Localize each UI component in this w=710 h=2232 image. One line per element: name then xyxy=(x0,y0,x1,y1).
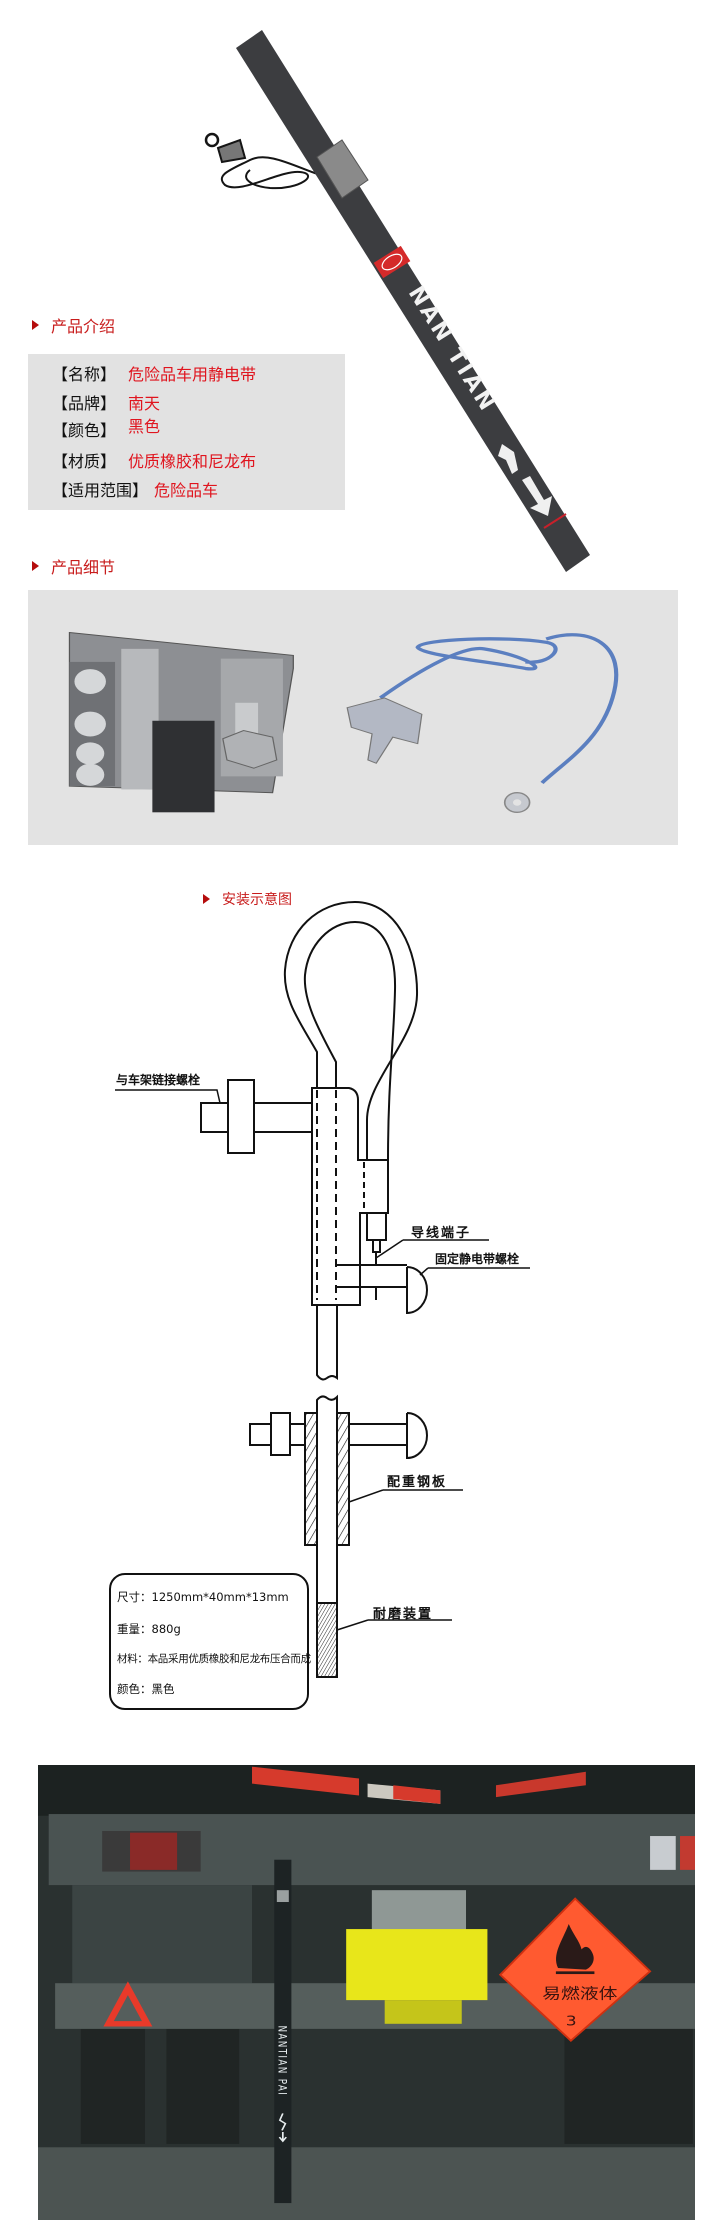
info-value: 1250mm*40mm*13mm xyxy=(151,1590,289,1604)
reflective-strip xyxy=(252,1766,586,1804)
strap-buckle xyxy=(316,139,369,199)
spec-value: 南天 xyxy=(128,394,161,413)
wheels xyxy=(80,2022,693,2144)
info-row-weight: 重量：880g xyxy=(117,1621,181,1637)
info-label: 颜色： xyxy=(117,1682,152,1696)
weight-plate-right xyxy=(336,1412,350,1546)
brand-logo xyxy=(373,245,411,279)
ground-cable xyxy=(204,132,331,190)
spec-info-box: 尺寸：1250mm*40mm*13mm 重量：880g 材料：本品采用优质橡胶和… xyxy=(109,1573,311,1710)
frame-bolt xyxy=(200,1102,313,1133)
placard-text: 易燃液体 xyxy=(542,1985,617,2003)
info-value: 黑色 xyxy=(151,1682,175,1696)
strap-loop-outer xyxy=(283,900,419,1160)
reflective-triangle xyxy=(103,1981,153,2027)
installed-static-strap: NANTIAN PAI xyxy=(274,1859,292,2204)
strap-brand-text: NAN TIAN xyxy=(403,282,501,417)
label-frame-bolt: 与车架链接螺栓 xyxy=(116,1073,201,1087)
strap-red-stripe xyxy=(543,513,567,529)
fixing-bolt xyxy=(336,1264,428,1315)
info-row-size: 尺寸：1250mm*40mm*13mm xyxy=(117,1589,289,1605)
label-wear-part: 耐磨装置 xyxy=(373,1607,434,1622)
info-value: 880g xyxy=(151,1622,181,1636)
label-fixing-bolt: 固定静电带螺栓 xyxy=(435,1252,520,1266)
spec-value: 危险品车用静电带 xyxy=(128,365,257,384)
placard-class: 3 xyxy=(566,2013,577,2029)
spec-value: 黑色 xyxy=(128,417,161,436)
frame-bolt-nut xyxy=(227,1079,255,1154)
spec-label: 【名称】 xyxy=(52,365,117,384)
spec-label: 【品牌】 xyxy=(52,394,117,413)
spec-row-brand: 【品牌】 南天 xyxy=(52,393,160,415)
spec-row-color: 【颜色】 黑色 xyxy=(52,417,160,442)
info-row-material: 材料：本品采用优质橡胶和尼龙布压合而成 xyxy=(117,1651,311,1666)
section-title-text: 安装示意图 xyxy=(222,892,292,908)
strap-upper-section xyxy=(316,1305,338,1381)
section-title-details: 产品细节 xyxy=(32,554,115,578)
clamp-body xyxy=(311,1087,389,1306)
info-value: 本品采用优质橡胶和尼龙布压合而成 xyxy=(147,1653,312,1665)
section-title-intro: 产品介绍 xyxy=(32,313,115,337)
spec-value: 危险品车 xyxy=(154,481,219,500)
spec-row-name: 【名称】 危险品车用静电带 xyxy=(52,364,256,386)
label-wire-terminal: 导线端子 xyxy=(411,1226,472,1241)
spec-label: 【适用范围】 xyxy=(52,481,149,500)
section-title-text: 产品细节 xyxy=(51,558,116,577)
weight-plate-left xyxy=(304,1412,318,1546)
lightning-arrow-icon xyxy=(278,2113,287,2143)
spec-table: 【名称】 危险品车用静电带 【品牌】 南天 【颜色】 黑色 【材质】 优质橡胶和… xyxy=(28,354,345,510)
flame-icon xyxy=(556,1923,594,1970)
lower-bolt-head xyxy=(349,1412,428,1460)
info-label: 重量： xyxy=(117,1622,152,1636)
strap-loop-inner xyxy=(303,920,397,1161)
lightning-arrow-icon xyxy=(498,444,552,516)
label-weight-plate: 配重钢板 xyxy=(387,1475,448,1490)
spec-value: 优质橡胶和尼龙布 xyxy=(128,452,257,471)
ground-wire-photo xyxy=(346,633,619,813)
info-row-color: 颜色：黑色 xyxy=(117,1681,175,1697)
installation-diagram xyxy=(115,900,530,1678)
triangle-bullet-icon xyxy=(32,320,39,330)
info-label: 材料： xyxy=(117,1653,148,1665)
wire-terminal xyxy=(366,1212,387,1241)
section-title-text: 产品介绍 xyxy=(51,317,116,336)
flammable-placard: 易燃液体 3 xyxy=(498,1897,652,2042)
spec-row-scope: 【适用范围】 危险品车 xyxy=(52,480,218,502)
product-photo-strap: NAN TIAN xyxy=(204,30,590,572)
wear-part xyxy=(316,1602,338,1678)
section-title-install: 安装示意图 xyxy=(203,889,292,909)
spec-label: 【材质】 xyxy=(52,452,117,471)
spec-label: 【颜色】 xyxy=(52,421,117,440)
info-label: 尺寸： xyxy=(117,1590,152,1604)
truck-installation-photo: 易燃液体 3 NANTIAN PAI xyxy=(38,1765,695,2220)
strap-text: NANTIAN PAI xyxy=(275,2025,287,2096)
clamp-bracket-photo xyxy=(68,631,294,813)
strap-lower-section xyxy=(316,1394,338,1678)
spec-row-material: 【材质】 优质橡胶和尼龙布 xyxy=(52,451,256,473)
triangle-bullet-icon xyxy=(203,894,210,904)
license-plate-yellow xyxy=(346,1929,488,2001)
triangle-bullet-icon xyxy=(32,561,39,571)
lower-bolt-nut xyxy=(270,1412,291,1456)
product-details-photo xyxy=(28,590,678,845)
